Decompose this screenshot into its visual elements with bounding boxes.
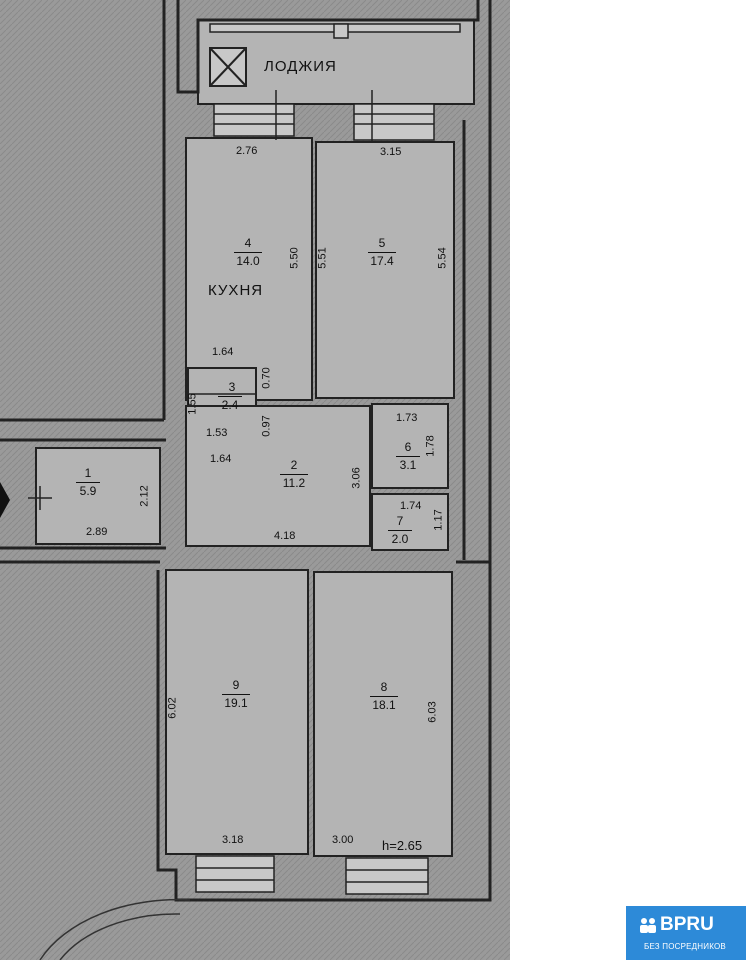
dim-1-78: 1.78: [424, 435, 437, 457]
dim-5-54: 5.54: [436, 247, 449, 269]
loggia-label: ЛОДЖИЯ: [264, 58, 337, 75]
kitchen-label: КУХНЯ: [208, 282, 264, 299]
dim-1-55: 1.55: [186, 393, 199, 415]
dim-6-03: 6.03: [426, 701, 439, 723]
dim-5-51: 5.51: [316, 247, 329, 269]
room-5-area: 17.4: [368, 252, 396, 268]
rooms: [35, 19, 475, 857]
dim-1-64-top: 1.64: [212, 346, 234, 358]
room-8: [313, 571, 453, 857]
room-6-number: 6: [404, 440, 412, 454]
bpru-logo: BPRU БЕЗ ПОСРЕДНИКОВ: [626, 906, 746, 960]
room-7: [371, 493, 449, 551]
dim-2-76: 2.76: [236, 145, 258, 157]
dim-3-06: 3.06: [350, 467, 363, 489]
dim-2-89: 2.89: [86, 526, 108, 538]
dim-1-74: 1.74: [400, 500, 422, 512]
room-1-number: 1: [84, 466, 92, 480]
dim-1-17: 1.17: [432, 509, 445, 531]
dim-1-53: 1.53: [206, 427, 228, 439]
people-icon: [640, 918, 656, 933]
entrance-arrow: [0, 482, 10, 518]
window-ticks: [28, 90, 373, 510]
dim-6-02: 6.02: [166, 697, 179, 719]
dim-1-73: 1.73: [396, 412, 418, 424]
room-2-area: 11.2: [280, 474, 308, 490]
room-3-number: 3: [228, 380, 236, 394]
room-4-area: 14.0: [234, 252, 262, 268]
dim-5-50: 5.50: [288, 247, 301, 269]
windows: [195, 23, 461, 895]
room-1-area: 5.9: [76, 482, 100, 498]
logo-tagline: БЕЗ ПОСРЕДНИКОВ: [644, 942, 726, 951]
dim-3-18: 3.18: [222, 834, 244, 846]
room-6-area: 3.1: [396, 456, 420, 472]
vent-box: [209, 47, 247, 87]
room-7-number: 7: [396, 514, 404, 528]
room-1: [35, 447, 161, 545]
ceiling-height: h=2.65: [382, 838, 423, 853]
room-2-number: 2: [290, 458, 298, 472]
dim-3-00: 3.00: [332, 834, 354, 846]
dim-2-12: 2.12: [138, 485, 151, 507]
outer-walls: [0, 0, 492, 902]
room-9: [165, 569, 309, 855]
dim-0-70: 0.70: [260, 367, 273, 389]
dim-0-97: 0.97: [260, 415, 273, 437]
room-8-area: 18.1: [370, 696, 398, 712]
dim-4-18: 4.18: [274, 530, 296, 542]
room-3-area: 2.4: [218, 396, 242, 412]
room-8-number: 8: [380, 680, 388, 694]
stamp: [39, 898, 191, 960]
room-4-number: 4: [244, 236, 252, 250]
room-9-number: 9: [232, 678, 240, 692]
room-5-number: 5: [378, 236, 386, 250]
room-9-area: 19.1: [222, 694, 250, 710]
dim-3-15: 3.15: [380, 146, 402, 158]
logo-brand: BPRU: [660, 914, 714, 935]
room-6: [371, 403, 449, 489]
room-2: [185, 405, 371, 547]
floor-plan: ЛОДЖИЯ КУХНЯ 4 14.0 5 17.4 3 2.4 2 11.2 …: [0, 0, 510, 960]
floor-plan-drawing: [0, 0, 510, 960]
dim-1-64-bottom: 1.64: [210, 453, 232, 465]
room-4-kitchen: [185, 137, 313, 401]
room-7-area: 2.0: [388, 530, 412, 546]
room-5: [315, 141, 455, 399]
